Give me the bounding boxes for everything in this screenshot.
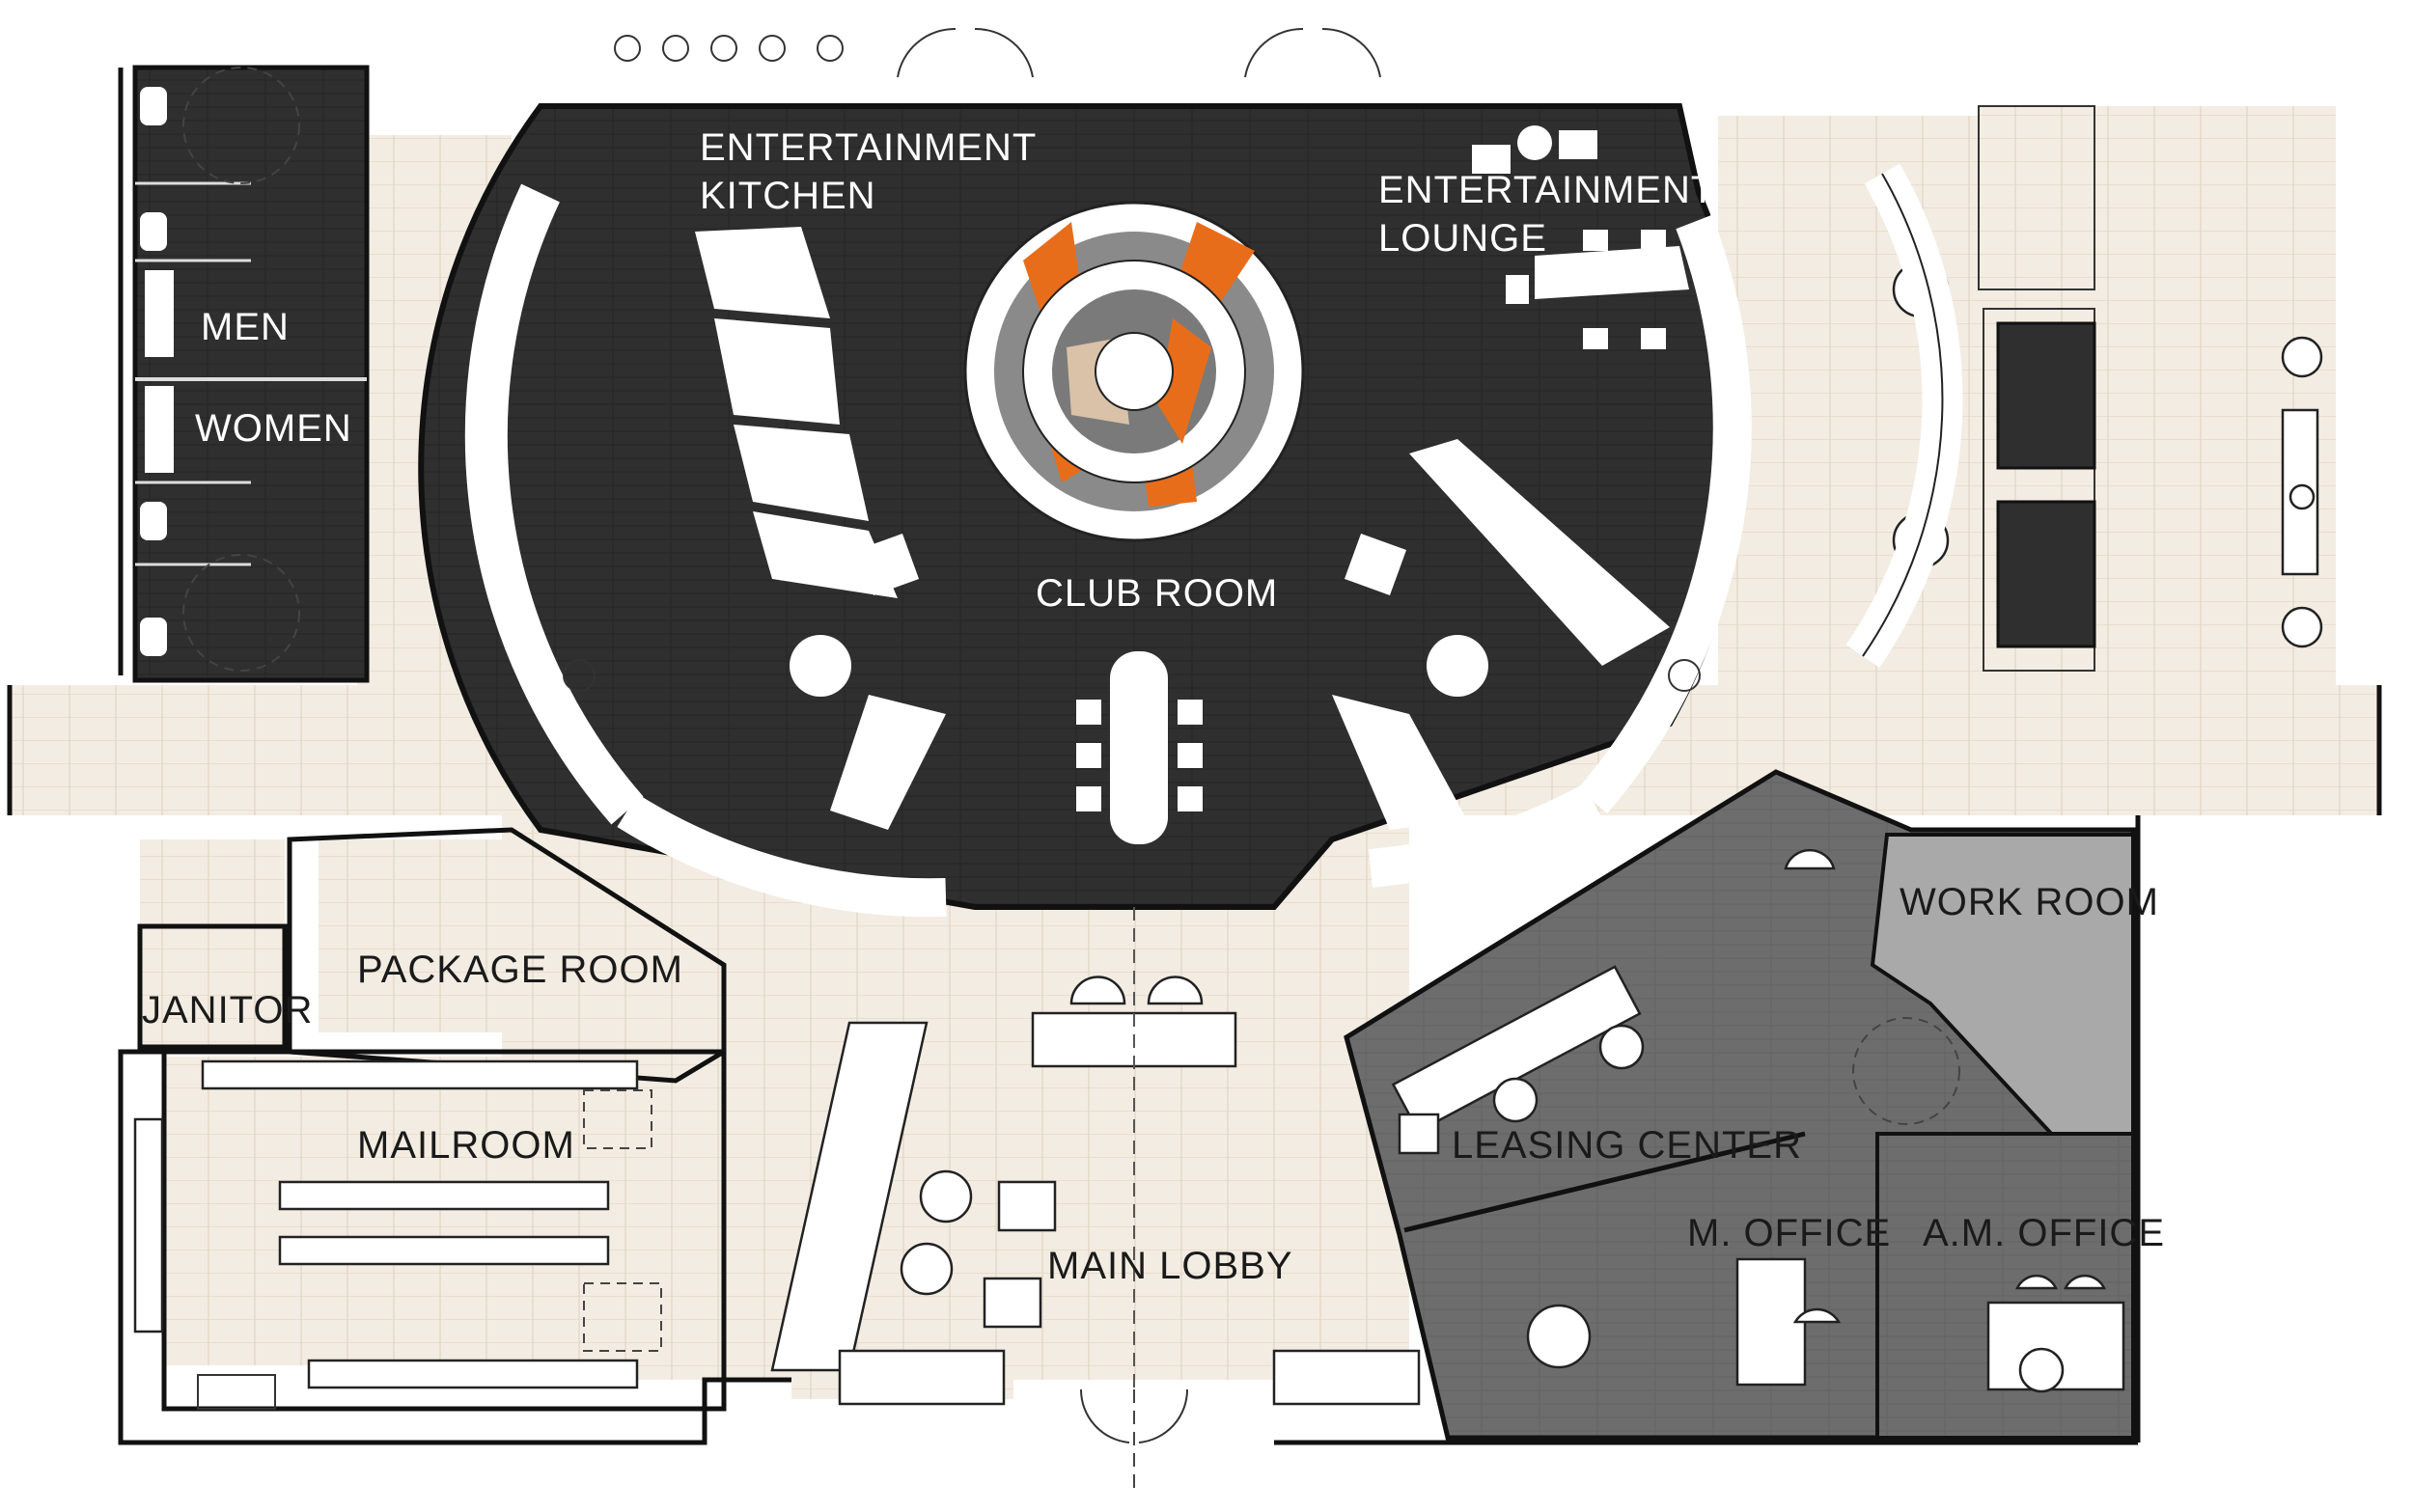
label-package-room: PACKAGE ROOM [357, 948, 683, 991]
label-entertainment-kitchen-line1: ENTERTAINMENT [700, 126, 1037, 169]
toilet-icon [140, 502, 167, 540]
room-labels: ENTERTAINMENT KITCHEN ENTERTAINMENT LOUN… [142, 126, 2165, 1287]
label-entertainment-kitchen-line2: KITCHEN [700, 175, 876, 217]
label-women: WOMEN [195, 407, 352, 450]
label-men: MEN [201, 306, 290, 348]
label-leasing-center: LEASING CENTER [1452, 1124, 1802, 1167]
restrooms [132, 65, 370, 683]
label-entertainment-lounge-line1: ENTERTAINMENT [1378, 169, 1715, 211]
toilet-icon [140, 87, 167, 125]
central-rug [963, 201, 1305, 542]
label-work-room: WORK ROOM [1900, 881, 2159, 923]
sink-counter [145, 270, 174, 357]
label-mailroom: MAILROOM [357, 1124, 575, 1167]
service-rooms [133, 827, 727, 1412]
toilet-icon [140, 212, 167, 251]
toilet-icon [140, 618, 167, 656]
label-main-lobby: MAIN LOBBY [1047, 1245, 1293, 1287]
label-club-room: CLUB ROOM [1036, 572, 1278, 615]
label-janitor: JANITOR [142, 989, 313, 1031]
exterior-walls [7, 27, 2382, 1496]
sink-counter [145, 386, 174, 473]
east-wing [1845, 105, 2323, 672]
label-am-office: A.M. OFFICE [1923, 1212, 2165, 1254]
label-entertainment-lounge-line2: LOUNGE [1378, 217, 1547, 260]
leasing-suite [1344, 769, 2136, 1441]
label-m-office: M. OFFICE [1687, 1212, 1891, 1254]
